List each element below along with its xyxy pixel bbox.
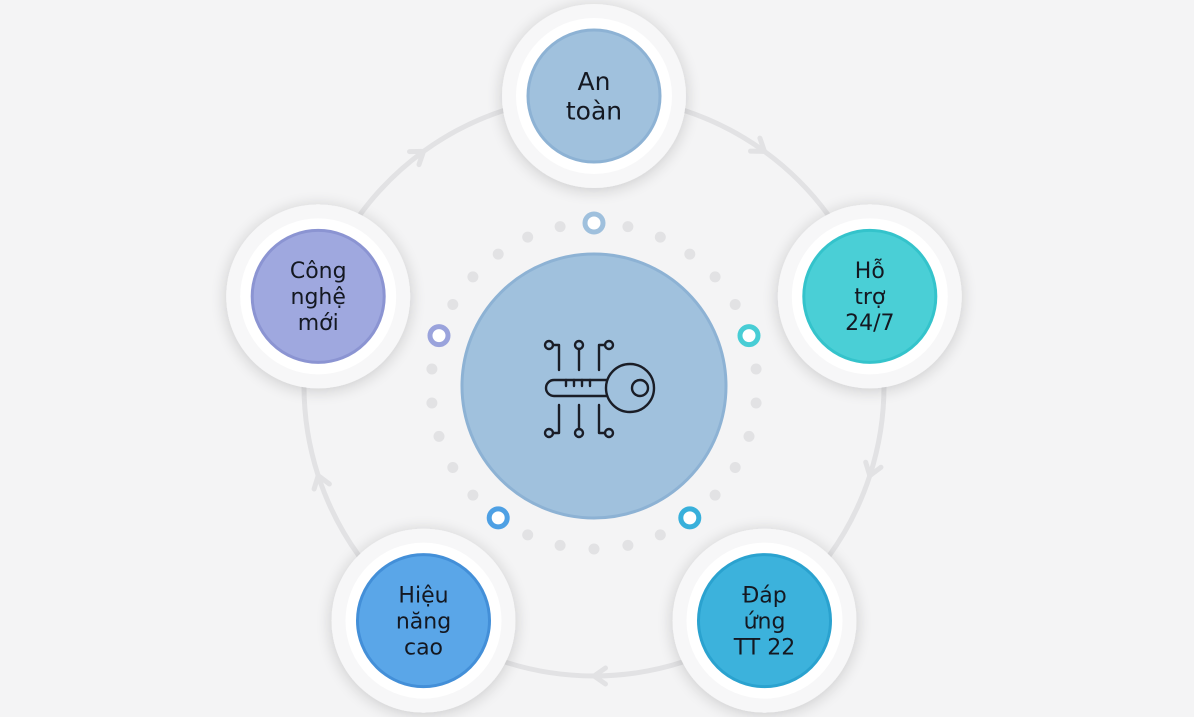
cycle-connectors [301, 107, 887, 687]
digital-key-icon [543, 339, 656, 439]
node-label-line: Hỗ [855, 258, 885, 284]
node-circle [697, 553, 832, 689]
cycle-arrow [501, 659, 687, 687]
ring-dot [554, 539, 566, 551]
node-label-line: An [578, 67, 611, 96]
ring-dot [426, 397, 438, 409]
ring-dot [554, 221, 566, 233]
node-label-line: 24/7 [845, 311, 894, 336]
node-label-line: Hiệu [398, 583, 448, 608]
node-label-line: toàn [566, 97, 622, 126]
ring-dot [622, 221, 634, 233]
ring-dot [447, 462, 459, 473]
node-circle [356, 553, 491, 689]
ring-dot [522, 529, 534, 541]
cycle-arrow [826, 383, 887, 559]
accent-rings [427, 211, 761, 530]
ring-dot [729, 299, 741, 310]
node-label-line: năng [396, 609, 451, 634]
node-label-line: cao [404, 635, 443, 660]
accent-ring [486, 506, 510, 530]
ring-dot [588, 543, 600, 555]
ring-dot [467, 271, 479, 283]
ring-dot [709, 489, 721, 501]
ring-dot [622, 539, 634, 551]
accent-ring [582, 211, 606, 235]
ring-dot [743, 430, 755, 442]
ring-dot [492, 248, 504, 260]
node-label-line: Công [290, 259, 347, 284]
cycle-arrow [356, 107, 507, 218]
cycle-arrow [681, 107, 832, 218]
node-label-line: nghệ [291, 285, 346, 310]
accent-ring [678, 506, 702, 530]
node-label-line: trợ [854, 285, 886, 310]
ring-dot [684, 248, 696, 260]
ring-dot [654, 529, 666, 541]
center-circle [460, 252, 728, 520]
cycle-arrow [301, 383, 362, 559]
node-label-line: Đáp [742, 583, 787, 608]
accent-ring [427, 324, 451, 348]
dotted-ring [426, 221, 762, 555]
node-label-line: mới [298, 311, 339, 336]
node-circle [802, 228, 938, 364]
ring-dot [709, 271, 721, 283]
ring-dot [522, 231, 534, 243]
accent-ring [737, 324, 761, 348]
ring-dot [447, 299, 459, 310]
node-circle [250, 228, 386, 364]
ring-dot [729, 462, 741, 473]
ring-dot [433, 430, 445, 442]
ring-dot [750, 363, 762, 375]
center-node [460, 252, 728, 520]
node-label-line: TT 22 [733, 635, 795, 660]
node-circle [526, 28, 662, 164]
node-label-line: ứng [744, 609, 786, 634]
ring-dot [654, 231, 666, 243]
ring-dot [426, 363, 438, 375]
ring-dot [467, 489, 479, 501]
ring-dot [750, 397, 762, 409]
